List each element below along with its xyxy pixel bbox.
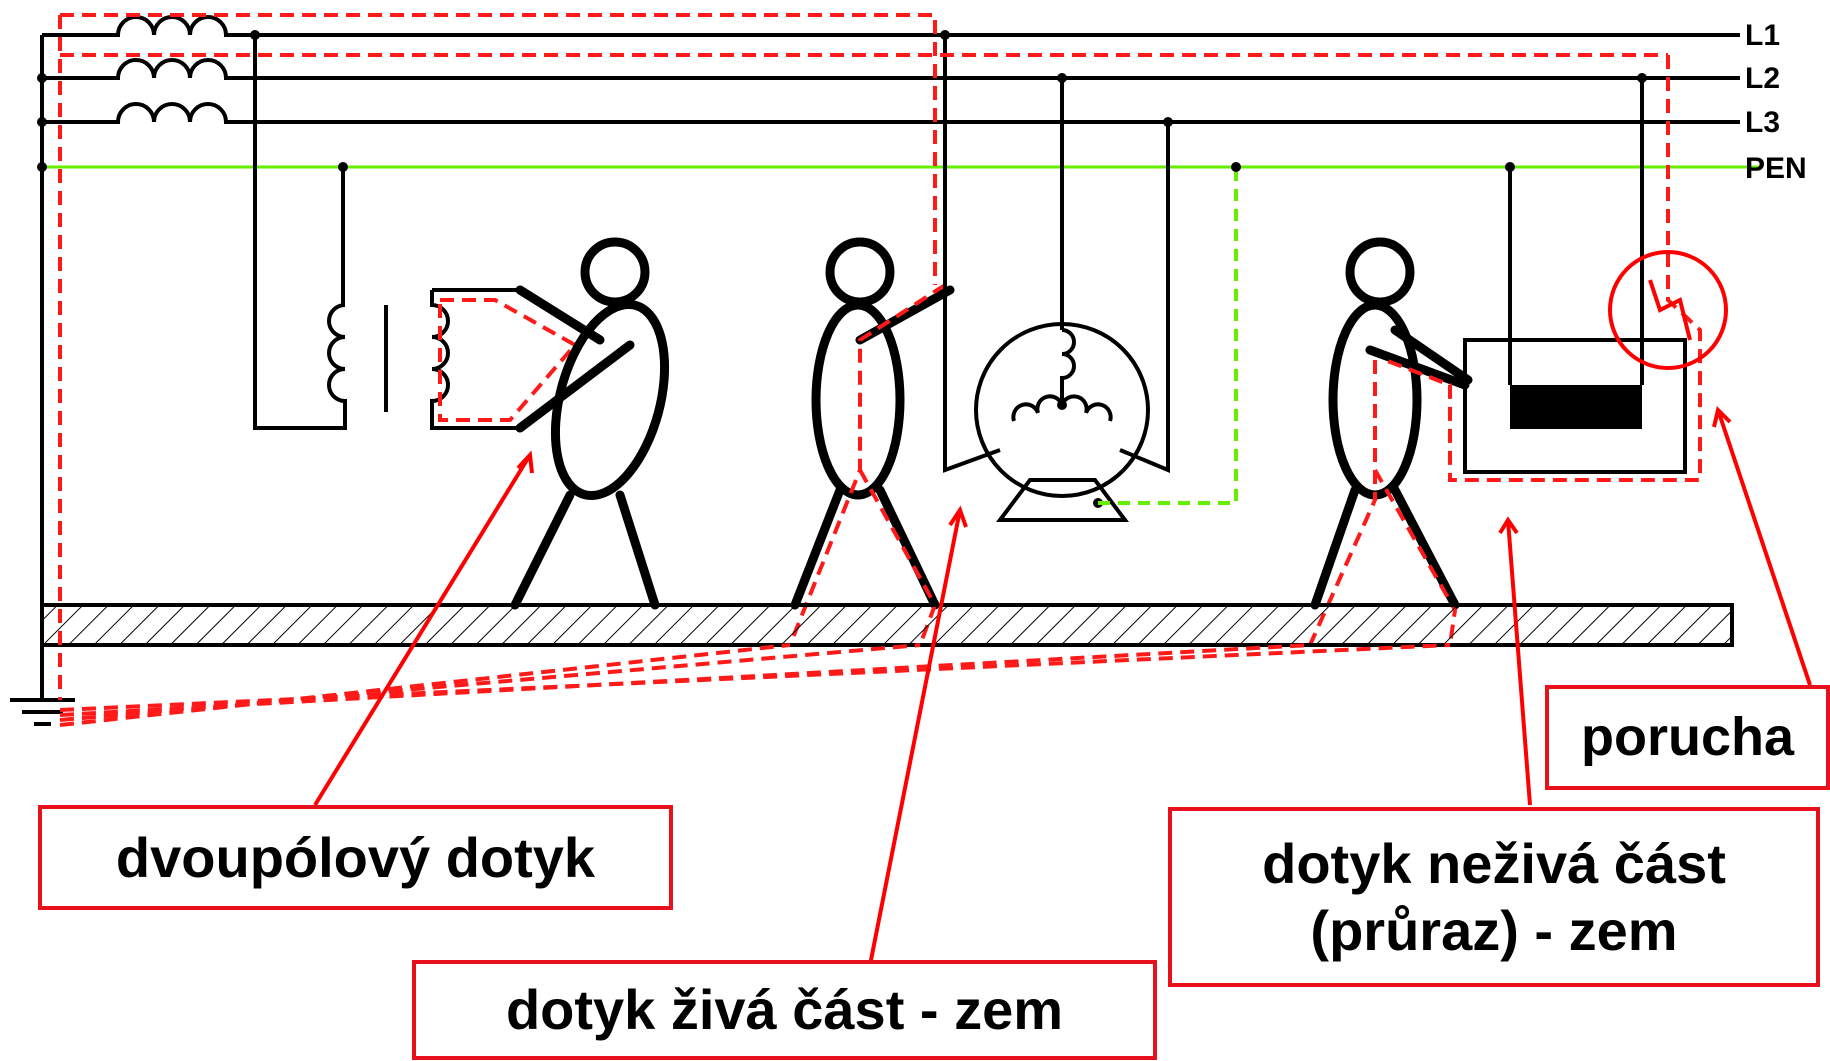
label-two-pole: dvoupólový dotyk [38,805,673,910]
label-dead-part: dotyk neživá část (průraz) - zem [1168,807,1820,987]
isolation-transformer [250,30,579,430]
bus-label-l3: L3 [1745,106,1780,139]
bus-label-l2: L2 [1745,62,1780,95]
faulty-appliance [1384,55,1728,482]
bus-label-pen: PEN [1745,152,1807,185]
person-dead-part [1308,237,1473,646]
supply-coils [40,15,255,700]
bus-labels: L1 L2 L3 PEN [1745,19,1807,185]
motor [940,30,1241,522]
person-live-ground [788,237,955,646]
bus-label-l1: L1 [1745,19,1780,52]
person-two-pole [510,237,670,610]
ground [10,13,1734,727]
label-fault: porucha [1545,685,1830,790]
label-live-ground: dotyk živá část - zem [412,960,1157,1060]
annotation-arrows [313,406,1812,966]
bus-lines [37,33,1760,172]
